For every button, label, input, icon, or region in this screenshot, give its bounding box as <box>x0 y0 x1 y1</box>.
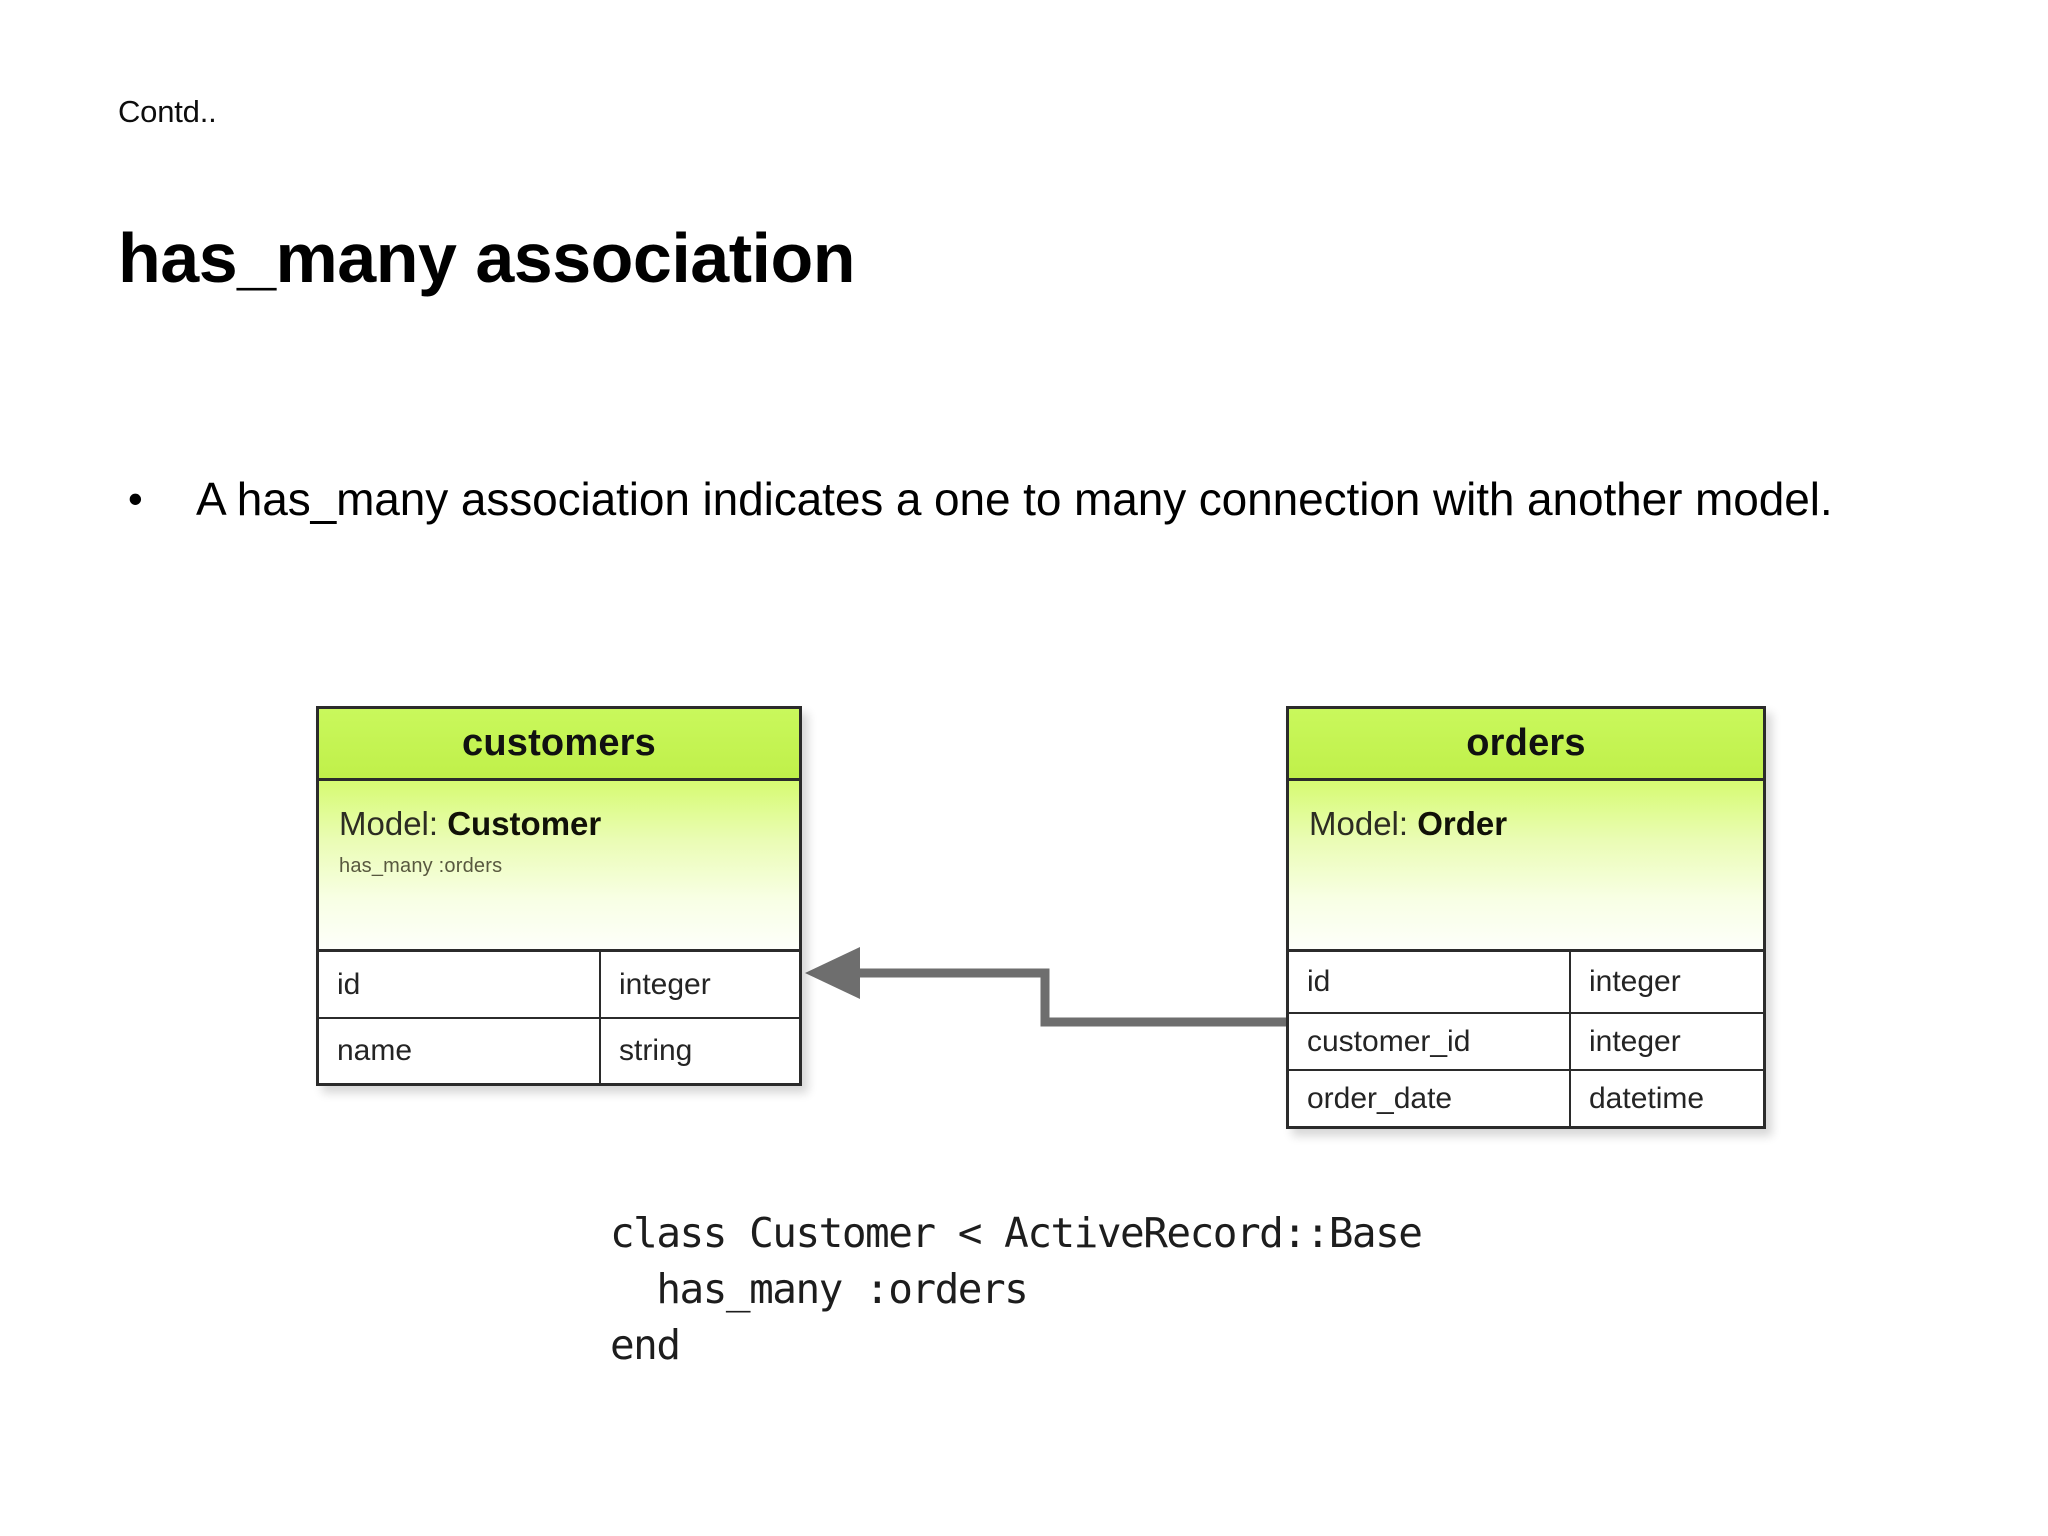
code-sample: class Customer < ActiveRecord::Base has_… <box>610 1209 1423 1369</box>
field-name: name <box>319 1019 601 1083</box>
field-name: id <box>1289 952 1571 1012</box>
field-name: customer_id <box>1289 1014 1571 1069</box>
table-row[interactable]: customer_id integer <box>1289 1014 1763 1071</box>
er-table-customers-fields: id integer name string <box>319 949 799 1083</box>
bullet-list-item: • A has_many association indicates a one… <box>118 460 1908 538</box>
connector-arrowhead-icon <box>805 947 860 999</box>
contd-label: Contd.. <box>118 94 217 129</box>
field-type: string <box>619 1034 693 1067</box>
field-type: integer <box>1589 965 1681 998</box>
model-name: Order <box>1417 805 1508 842</box>
field-type: integer <box>1589 1024 1681 1058</box>
model-name: Customer <box>447 805 602 842</box>
er-table-customers[interactable]: customers Model: Customer has_many :orde… <box>316 706 802 1086</box>
table-row[interactable]: order_date datetime <box>1289 1071 1763 1126</box>
er-table-orders[interactable]: orders Model: Order id integer customer_… <box>1286 706 1766 1129</box>
bullet-text: A has_many association indicates a one t… <box>196 473 1833 525</box>
table-row[interactable]: id integer <box>319 952 799 1019</box>
er-table-orders-fields: id integer customer_id integer order_dat… <box>1289 949 1763 1126</box>
er-table-orders-model-section: Model: Order <box>1289 781 1763 949</box>
bullet-marker-icon: • <box>128 475 143 522</box>
er-table-orders-header: orders <box>1289 709 1763 781</box>
field-type: integer <box>619 967 711 1001</box>
model-label: Model: <box>339 805 448 842</box>
er-table-customers-header: customers <box>319 709 799 781</box>
page-title: has_many association <box>118 219 856 297</box>
model-label: Model: <box>1309 805 1418 842</box>
connector-path <box>835 968 1286 1027</box>
field-name: order_date <box>1289 1071 1571 1126</box>
er-table-orders-model-line: Model: Order <box>1309 805 1743 843</box>
er-table-customers-model-line: Model: Customer <box>339 805 779 843</box>
field-name: id <box>319 952 601 1017</box>
table-row[interactable]: id integer <box>1289 952 1763 1014</box>
er-table-customers-model-section: Model: Customer has_many :orders <box>319 781 799 949</box>
field-type: datetime <box>1589 1081 1705 1115</box>
table-row[interactable]: name string <box>319 1019 799 1083</box>
er-table-customers-association-note: has_many :orders <box>339 854 503 877</box>
